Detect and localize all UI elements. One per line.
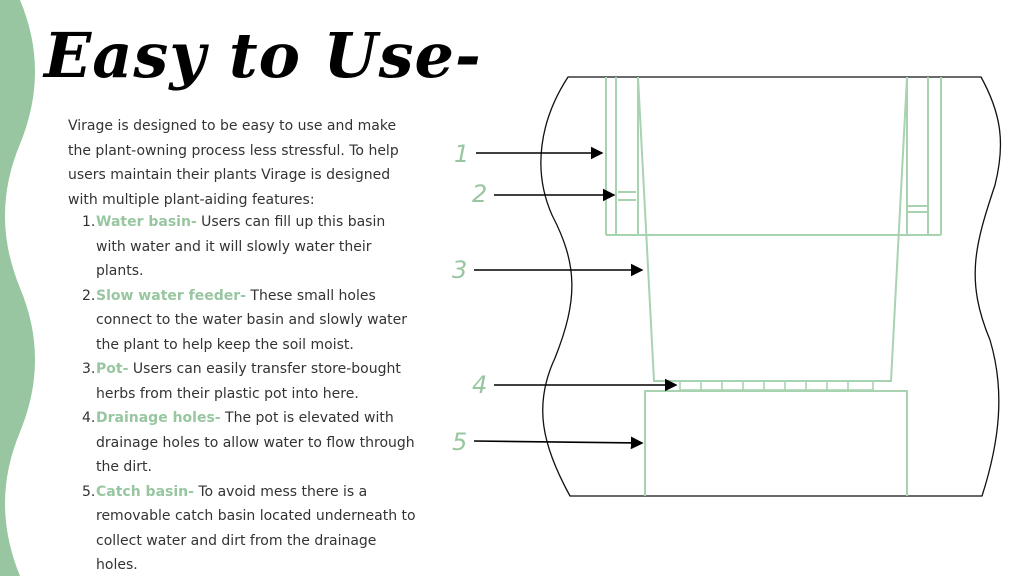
callout-number: 3 xyxy=(452,256,467,284)
callout-number: 5 xyxy=(452,428,467,456)
page-title: Easy to Use- xyxy=(44,19,482,92)
planter-outline xyxy=(540,76,1002,497)
decorative-wave-border xyxy=(0,0,35,576)
feature-description: To avoid mess there is a removable catch… xyxy=(96,483,416,574)
feature-description: The pot is elevated with drainage holes … xyxy=(96,410,415,475)
feature-list: 1.Water basin- Users can fill up this ba… xyxy=(68,210,418,578)
feature-item-catch-basin: 5.Catch basin- To avoid mess there is a … xyxy=(68,480,418,578)
water-basin-right xyxy=(906,77,942,235)
feature-term: Water basin- xyxy=(96,214,197,230)
feature-item-water-basin: 1.Water basin- Users can fill up this ba… xyxy=(68,210,418,284)
drainage-holes xyxy=(679,381,874,391)
callout-number: 4 xyxy=(472,371,487,399)
callout-number: 2 xyxy=(472,180,487,208)
feature-description: Users can easily transfer store-bought h… xyxy=(96,361,401,402)
intro-paragraph: Virage is designed to be easy to use and… xyxy=(68,118,399,208)
feature-number: 4. xyxy=(82,410,96,426)
feature-term: Slow water feeder- xyxy=(96,287,246,304)
feature-item-pot: 3.Pot- Users can easily transfer store-b… xyxy=(68,357,418,406)
feature-item-drainage-holes: 4.Drainage holes- The pot is elevated wi… xyxy=(68,406,418,480)
water-basin-left xyxy=(605,77,639,235)
feature-number: 2. xyxy=(82,287,96,304)
feature-description: Users can fill up this basin with water … xyxy=(96,214,386,279)
feature-term: Pot- xyxy=(96,361,129,377)
planter-cross-section-diagram: 1 2 3 4 5 xyxy=(452,76,1002,497)
feature-term: Catch basin- xyxy=(96,483,194,500)
callout-number: 1 xyxy=(454,140,469,168)
feature-item-slow-water-feeder: 2.Slow water feeder- These small holes c… xyxy=(68,284,418,358)
feature-term: Drainage holes- xyxy=(96,410,221,426)
pot-body xyxy=(637,76,908,382)
callout-arrow xyxy=(473,436,644,450)
catch-basin xyxy=(644,390,908,496)
feature-number: 3. xyxy=(82,361,96,377)
feature-number: 5. xyxy=(82,483,96,500)
feature-description: These small holes connect to the water b… xyxy=(96,287,408,353)
feature-number: 1. xyxy=(82,214,96,230)
